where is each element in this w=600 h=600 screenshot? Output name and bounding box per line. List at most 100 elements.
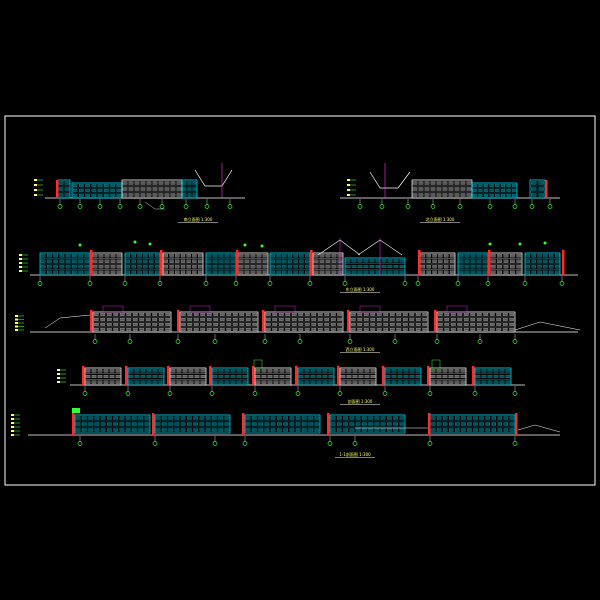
level-tag — [34, 189, 37, 191]
window — [458, 265, 464, 269]
window — [264, 422, 270, 426]
window — [158, 187, 164, 191]
window — [232, 328, 238, 331]
annotation-dot — [260, 244, 264, 248]
window — [273, 369, 279, 373]
window — [467, 428, 472, 432]
window — [512, 189, 517, 192]
axis-bubble — [152, 441, 158, 446]
level-tag — [11, 414, 14, 416]
window — [169, 270, 174, 274]
window — [100, 416, 106, 420]
window — [430, 416, 436, 420]
window — [502, 318, 508, 321]
elevation-title: 北立面图 1:300 — [426, 216, 455, 222]
window — [493, 374, 499, 379]
window — [444, 270, 449, 274]
window — [193, 323, 199, 326]
window — [273, 374, 279, 379]
window — [358, 380, 364, 384]
window — [330, 422, 336, 426]
window — [106, 313, 112, 316]
window — [97, 374, 103, 379]
building-block — [297, 367, 335, 386]
window — [193, 313, 199, 316]
window — [436, 428, 442, 432]
window — [438, 270, 443, 274]
window — [236, 369, 242, 373]
window — [415, 323, 421, 326]
window — [525, 265, 531, 269]
window — [330, 313, 336, 316]
window — [119, 328, 125, 331]
window — [149, 259, 154, 263]
window — [485, 422, 490, 426]
window — [132, 422, 137, 426]
window — [351, 264, 357, 269]
axis-bubble — [267, 281, 273, 286]
window — [293, 270, 298, 274]
window — [463, 313, 469, 316]
window — [224, 369, 230, 373]
window — [192, 265, 197, 269]
window — [272, 318, 278, 321]
window — [497, 422, 503, 426]
level-tag — [347, 179, 350, 181]
window — [219, 323, 225, 326]
red-column — [427, 366, 430, 385]
window — [458, 270, 464, 274]
window — [491, 428, 496, 432]
window — [152, 328, 158, 331]
window — [409, 318, 415, 321]
window — [337, 416, 342, 420]
window — [432, 270, 437, 274]
window — [91, 194, 97, 197]
window — [467, 422, 472, 426]
annotation-dot — [78, 243, 82, 247]
window — [276, 254, 281, 258]
window — [252, 323, 258, 326]
window — [206, 323, 212, 326]
window — [132, 323, 138, 326]
window — [116, 259, 122, 263]
window — [154, 259, 160, 263]
window — [370, 313, 376, 316]
window — [122, 181, 128, 185]
level-tag — [57, 369, 60, 371]
level-tag — [57, 373, 60, 375]
window — [330, 328, 336, 331]
window — [192, 187, 197, 191]
window — [324, 328, 330, 331]
window — [106, 318, 112, 321]
window — [489, 184, 494, 187]
red-column — [262, 310, 265, 332]
window — [170, 187, 176, 191]
window — [506, 194, 511, 197]
window — [503, 422, 509, 426]
window — [463, 318, 469, 321]
building-block — [84, 367, 122, 386]
annotation-dot — [488, 242, 492, 246]
window — [180, 428, 186, 432]
red-column — [209, 366, 212, 385]
window — [72, 259, 77, 263]
window — [126, 328, 132, 331]
window — [496, 318, 502, 321]
axis-bubble — [233, 281, 239, 286]
window — [165, 313, 171, 316]
window — [285, 323, 291, 326]
window — [357, 270, 363, 274]
window — [391, 374, 397, 379]
window — [449, 416, 454, 420]
window — [64, 181, 70, 185]
window — [176, 193, 182, 197]
window — [420, 270, 426, 274]
window — [449, 254, 455, 258]
axis-bubble — [405, 204, 411, 209]
window — [476, 318, 482, 321]
window — [436, 380, 442, 384]
building-block — [429, 367, 467, 386]
window — [252, 328, 258, 331]
window — [380, 416, 386, 420]
axis-bubble — [203, 281, 209, 286]
